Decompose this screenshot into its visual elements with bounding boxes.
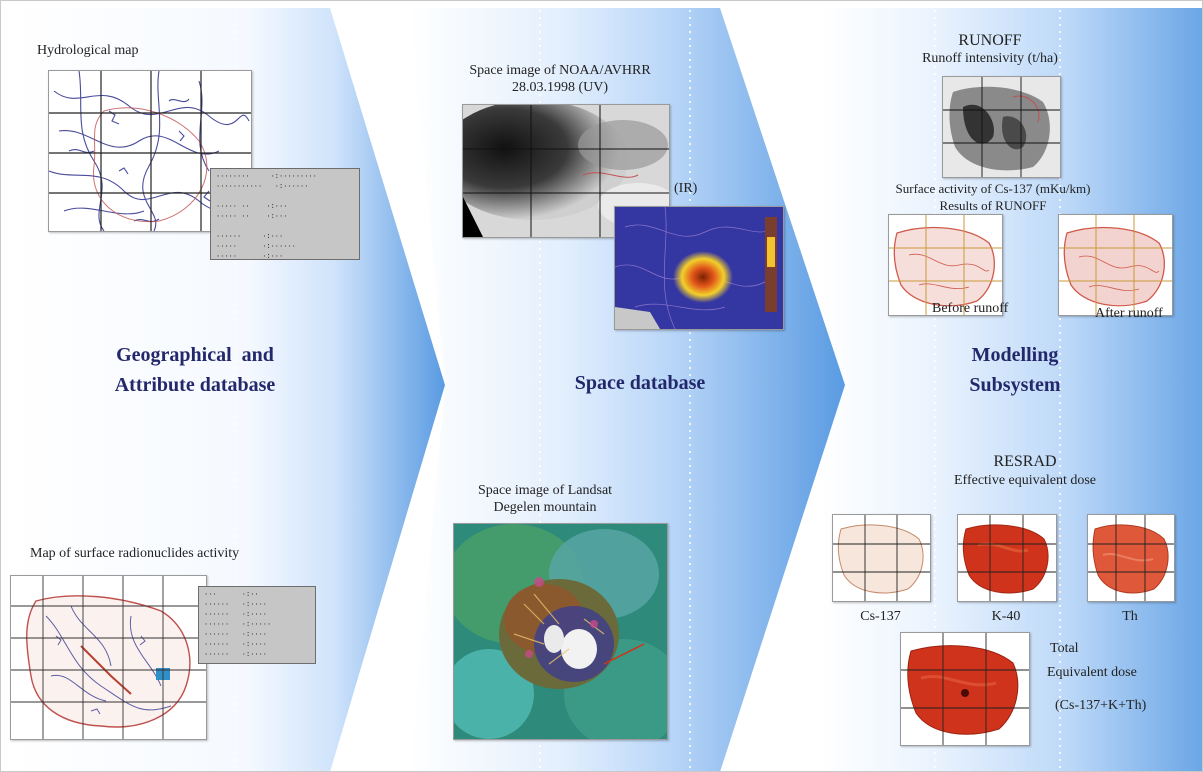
cs137-label: Cs-137	[860, 609, 901, 624]
landsat-label-line2: Degelen mountain	[493, 500, 597, 515]
total-formula-label: (Cs-137+K+Th)	[1055, 698, 1147, 713]
after-runoff-map[interactable]	[1058, 214, 1173, 316]
surface-cs137-label: Surface activity of Cs-137 (mKu/km) Resu…	[868, 180, 1118, 214]
cs137-dose-image	[833, 515, 930, 601]
surface-cs-line1: Surface activity of Cs-137 (mKu/km)	[895, 181, 1091, 196]
space-database-title: Space database	[574, 372, 706, 394]
runoff-intensity-map[interactable]	[942, 76, 1061, 178]
k40-dose-image	[958, 515, 1056, 601]
noaa-label-line1: Space image of NOAA/AVHRR	[469, 63, 651, 78]
th-dose-image	[1088, 515, 1174, 601]
modelling-title-line1: Modelling	[971, 344, 1059, 366]
surface-radionuclides-label: Map of surface radionuclides activity	[30, 546, 240, 561]
landsat-label-line1: Space image of Landsat	[477, 483, 613, 498]
equivalent-dose-label: Equivalent dose	[1047, 665, 1137, 680]
resrad-title: RESRAD	[993, 453, 1057, 470]
effective-dose-label: Effective equivalent dose	[953, 473, 1097, 488]
total-dose-map[interactable]	[900, 632, 1030, 746]
noaa-label-line2: 28.03.1998 (UV)	[511, 80, 609, 95]
landsat-satellite-image	[454, 524, 667, 739]
ir-image-label: (IR)	[674, 181, 698, 196]
landsat-image-label: Space image of Landsat Degelen mountain	[440, 482, 650, 516]
noaa-ir-satellite-image	[615, 207, 783, 329]
surface-radionuclides-map[interactable]	[10, 575, 207, 740]
landsat-degelen-image[interactable]	[453, 523, 668, 740]
geographical-database-title: Geographical and Attribute database	[60, 340, 330, 400]
before-runoff-label: Before runoff	[932, 301, 1009, 316]
noaa-image-label: Space image of NOAA/AVHRR 28.03.1998 (UV…	[440, 62, 680, 96]
cs137-dose-map[interactable]	[832, 514, 931, 602]
radionuclides-attribute-table: ··· ·:·· ······ ·:···· ······ ·:···· ···…	[198, 586, 316, 664]
hydrological-attribute-table: ········ ·:········· ··········· ·:·····…	[210, 168, 360, 261]
total-label: Total	[1050, 641, 1079, 656]
modelling-title-line2: Subsystem	[969, 374, 1061, 396]
after-runoff-image	[1059, 215, 1172, 315]
modelling-subsystem-title: Modelling Subsystem	[930, 340, 1100, 400]
before-runoff-image	[889, 215, 1002, 315]
runoff-intensity-label: Runoff intensivity (t/ha)	[922, 51, 1058, 66]
surface-cs-line2: Results of RUNOFF	[939, 198, 1047, 213]
geographical-title-line2: Attribute database	[114, 374, 276, 396]
runoff-intensity-image	[943, 77, 1060, 177]
geographical-title-line1: Geographical and	[116, 344, 274, 366]
k40-dose-map[interactable]	[957, 514, 1057, 602]
after-runoff-label: After runoff	[1095, 306, 1163, 321]
k40-label: K-40	[991, 609, 1021, 624]
total-dose-image	[901, 633, 1029, 745]
noaa-ir-image[interactable]	[614, 206, 784, 330]
hydrological-map-label: Hydrological map	[37, 43, 139, 58]
runoff-title: RUNOFF	[958, 32, 1022, 49]
surface-radionuclides-map-image	[11, 576, 206, 739]
th-dose-map[interactable]	[1087, 514, 1175, 602]
before-runoff-map[interactable]	[888, 214, 1003, 316]
th-label: Th	[1122, 609, 1138, 624]
